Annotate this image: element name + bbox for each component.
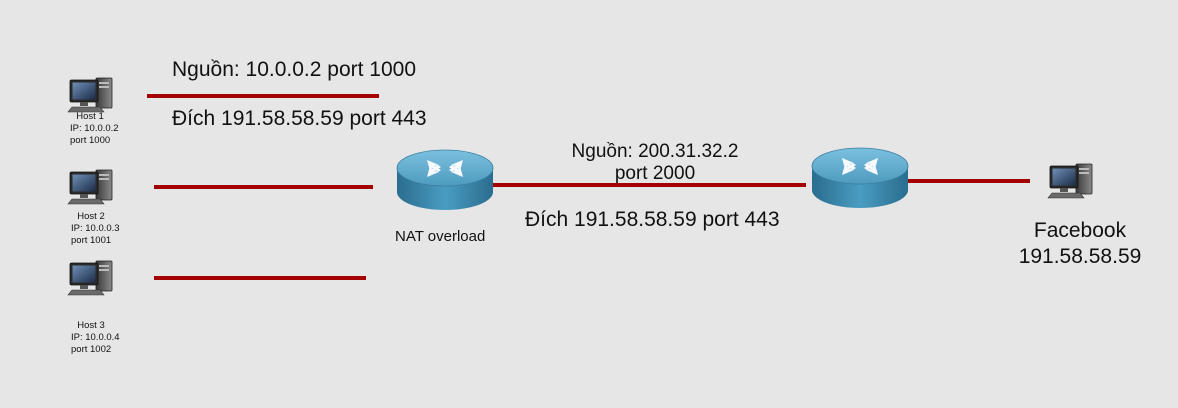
host2-ip: IP: 10.0.0.3 (71, 223, 120, 234)
left-packet-destination: Đích 191.58.58.59 port 443 (172, 107, 427, 130)
server-name: Facebook (1033, 219, 1127, 242)
right-packet-source-line1: Nguồn: 200.31.32.2 (571, 141, 739, 162)
host3-computer-icon (67, 260, 113, 296)
server-ip: 191.58.58.59 (1018, 245, 1142, 268)
isp-router-icon (811, 147, 909, 209)
host2-label: Host 2 IP: 10.0.0.3 port 1001 (71, 211, 120, 247)
host1-port: port 1000 (70, 135, 111, 146)
host3-port: port 1002 (71, 344, 112, 355)
facebook-server-computer-icon (1047, 163, 1093, 199)
nat-router-icon (396, 149, 494, 211)
host2-computer-icon (67, 169, 113, 205)
host3-name: Host 3 (77, 320, 105, 331)
right-packet-destination: Đích 191.58.58.59 port 443 (525, 208, 780, 231)
host3-ip: IP: 10.0.0.4 (71, 332, 120, 343)
host2-name: Host 2 (77, 211, 105, 222)
host1-ip: IP: 10.0.0.2 (70, 123, 119, 134)
host1-name: Host 1 (76, 111, 104, 122)
host3-label: Host 3 IP: 10.0.0.4 port 1002 (71, 320, 120, 356)
right-packet-source-line2: port 2000 (614, 163, 696, 184)
host1-computer-icon (67, 77, 113, 113)
host1-label: Host 1 IP: 10.0.0.2 port 1000 (70, 111, 119, 147)
nat-router-label: NAT overload (395, 228, 486, 245)
left-packet-source: Nguồn: 10.0.0.2 port 1000 (172, 58, 417, 81)
host2-port: port 1001 (71, 235, 112, 246)
